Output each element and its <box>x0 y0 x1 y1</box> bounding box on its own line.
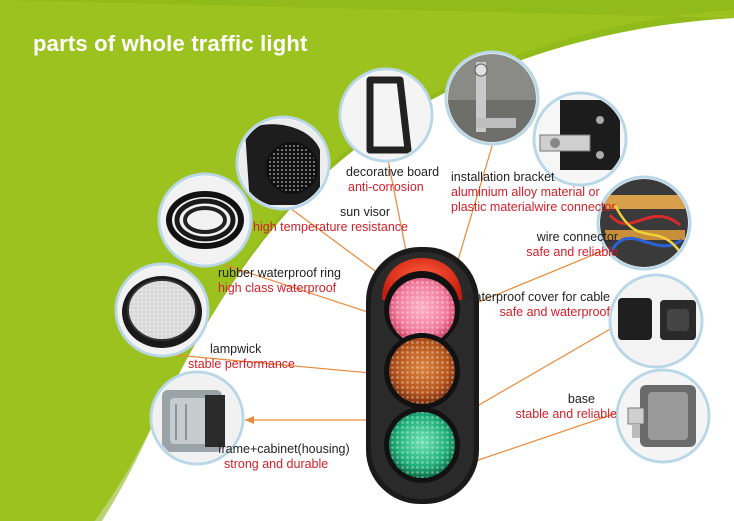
part-desc: aluminium alloy material or <box>451 185 600 199</box>
rubber-ring-photo <box>157 172 253 268</box>
part-name: installation bracket <box>451 170 555 184</box>
part-name: wire connector <box>536 230 618 244</box>
leader-wire-connector <box>451 244 618 314</box>
label-base: base stable and reliable <box>500 392 617 422</box>
leader-lampwick <box>174 354 393 376</box>
frame-cabinet-photo <box>149 370 245 466</box>
part-desc: high temperature resistance <box>253 220 408 234</box>
label-lampwick: lampwick stable performance <box>188 342 295 372</box>
part-name: waterproof cover for cable <box>465 290 610 304</box>
page-title: parts of whole traffic light <box>33 31 308 56</box>
label-waterproof-cover: waterproof cover for cable safe and wate… <box>455 290 610 320</box>
part-desc-2: plastic materialwire connector <box>451 200 616 214</box>
label-rubber-ring: rubber waterproof ring high class waterp… <box>218 266 341 296</box>
bracket-detail-photo <box>532 91 628 187</box>
leader-sun-visor <box>289 207 391 283</box>
decorative-board-photo <box>338 67 434 163</box>
part-desc: safe and waterproof <box>499 305 611 319</box>
part-desc: safe and reliable <box>526 245 618 259</box>
sun-visor-photo <box>235 115 331 211</box>
part-name: sun visor <box>339 205 390 219</box>
part-name: rubber waterproof ring <box>218 266 341 280</box>
label-sun-visor: sun visor high temperature resistance <box>228 205 408 235</box>
leader-rubber-ring <box>224 264 393 321</box>
leader-lines <box>174 142 621 469</box>
leader-waterproof-cover <box>452 327 613 421</box>
part-name: lampwick <box>210 342 262 356</box>
lampwick-photo <box>114 262 210 358</box>
label-wire-connector: wire connector safe and reliable <box>470 230 618 260</box>
part-desc: stable and reliable <box>515 407 617 421</box>
part-name: decorative board <box>346 165 440 179</box>
part-desc: high class waterproof <box>218 281 337 295</box>
traffic-light <box>366 247 479 504</box>
label-installation-bracket: installation bracket aluminium alloy mat… <box>451 170 616 215</box>
leader-installation-bracket <box>454 142 494 271</box>
wire-connector-photo <box>596 175 692 271</box>
part-name: frame+cabinet(housing) <box>218 442 350 456</box>
part-desc: anti-corrosion <box>348 180 424 194</box>
waterproof-cover-photo <box>608 273 704 369</box>
leader-base <box>454 411 621 469</box>
label-decorative-board: decorative board anti-corrosion <box>346 165 439 195</box>
base-photo <box>615 368 711 464</box>
part-desc: strong and durable <box>224 457 329 471</box>
part-desc: stable performance <box>188 357 296 371</box>
label-frame-cabinet: frame+cabinet(housing) strong and durabl… <box>218 442 350 472</box>
installation-bracket-photo <box>444 50 540 146</box>
part-name: base <box>567 392 595 406</box>
